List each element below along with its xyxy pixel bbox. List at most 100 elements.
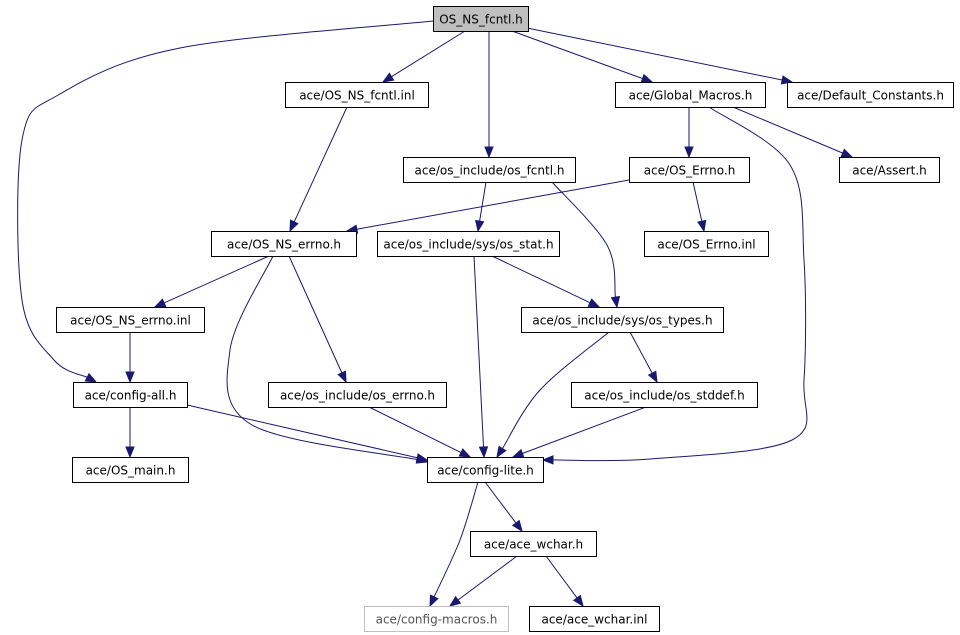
node-label: ace/OS_main.h [86,464,176,478]
edge-os_errno_h-to-config_lite_h [368,406,472,458]
node-label: ace/os_include/sys/os_stat.h [383,238,553,252]
node-label: ace/ace_wchar.h [484,538,583,552]
node-box [56,307,205,333]
node-label: OS_NS_fcntl.h [439,13,523,27]
arrow-head-icon [697,219,707,233]
edge-OS_NS_fcntl_h-to-Global_Macros_h [511,30,654,83]
edge-OS_NS_fcntl_h-to-os_fcntl_h [484,31,494,159]
arrow-head-icon [125,371,135,384]
node-config_all_h[interactable]: ace/config-all.h [73,382,188,408]
edge-OS_NS_fcntl_h-to-OS_NS_fcntl_inl [381,30,466,83]
edge-line [511,30,643,80]
edge-OS_NS_errno_h-to-config_lite_h [226,255,432,464]
edge-Global_Macros_h-to-config_lite_h [541,106,808,465]
node-box [629,157,750,183]
node-OS_Errno_h[interactable]: ace/OS_Errno.h [629,157,750,183]
edge-line [552,106,808,462]
node-label: ace/OS_NS_fcntl.inl [299,89,415,103]
edge-os_fcntl_h-to-os_stat_h [475,181,487,233]
arrow-head-icon [684,146,694,159]
edge-line [551,181,616,298]
edge-line [491,255,591,304]
node-box [839,157,940,183]
node-Default_Constants_h[interactable]: ace/Default_Constants.h [787,82,954,108]
node-label: ace/config-macros.h [376,613,498,627]
arrow-head-icon [484,146,494,159]
arrow-head-icon [448,595,462,607]
node-ace_wchar_h[interactable]: ace/ace_wchar.h [470,531,597,557]
edge-ace_wchar_h-to-ace_wchar_inl [545,555,584,608]
node-box [571,382,758,408]
node-label: ace/OS_Errno.inl [657,238,755,252]
arrow-head-icon [640,73,654,83]
node-label: ace/config-all.h [85,389,177,403]
edge-line [473,255,485,448]
node-box [211,231,357,257]
node-os_stat_h[interactable]: ace/os_include/sys/os_stat.h [377,231,560,257]
node-config_lite_h[interactable]: ace/config-lite.h [427,457,544,483]
node-label: ace/config-lite.h [437,464,534,478]
edge-line [356,179,630,230]
edge-os_stddef_h-to-config_lite_h [511,406,647,458]
edge-line [433,481,479,598]
node-box [268,382,447,408]
edge-line [186,404,418,459]
edge-OS_Errno_h-to-OS_NS_errno_h [345,179,630,234]
edge-line [522,406,647,454]
node-box [470,531,597,557]
node-OS_NS_fcntl_h[interactable]: OS_NS_fcntl.h [433,6,529,32]
edge-OS_NS_errno_inl-to-config_all_h [125,332,135,384]
edge-config_lite_h-to-ace_wchar_h [484,481,523,533]
edge-config_all_h-to-config_lite_h [186,404,429,463]
arrow-head-icon [415,453,429,463]
edge-line [629,331,653,374]
node-OS_NS_errno_h[interactable]: ace/OS_NS_errno.h [211,231,357,257]
arrow-head-icon [153,298,167,308]
node-os_errno_h[interactable]: ace/os_include/os_errno.h [268,382,447,408]
node-os_fcntl_h[interactable]: ace/os_include/os_fcntl.h [403,157,576,183]
node-box [644,231,769,257]
edge-os_types_h-to-os_stddef_h [629,331,658,384]
edge-line [545,555,578,599]
arrow-head-icon [458,448,472,458]
node-OS_main_h[interactable]: ace/OS_main.h [72,457,189,483]
node-box [521,307,724,333]
arrow-head-icon [647,370,658,384]
arrow-head-icon [496,445,507,459]
edge-OS_NS_errno_h-to-os_errno_h [288,255,347,384]
node-label: ace/os_include/os_stddef.h [584,389,744,403]
node-box [377,231,560,257]
node-layer: OS_NS_fcntl.h ace/OS_NS_fcntl.inl ace/Glob… [56,6,954,632]
edge-OS_NS_fcntl_h-to-config_all_h [17,20,434,383]
node-OS_Errno_inl[interactable]: ace/OS_Errno.inl [644,231,769,257]
node-label: ace/ace_wchar.inl [541,613,647,627]
node-Global_Macros_h[interactable]: ace/Global_Macros.h [615,82,766,108]
node-label: ace/os_include/sys/os_types.h [532,314,712,328]
node-box [529,606,660,632]
edge-os_stat_h-to-config_lite_h [473,255,489,459]
edge-Global_Macros_h-to-Assert_h [732,106,854,158]
node-box [403,157,576,183]
edge-line [484,481,517,524]
node-label: ace/os_include/os_fcntl.h [415,164,565,178]
node-ace_wchar_inl[interactable]: ace/ace_wchar.inl [529,606,660,632]
node-os_types_h[interactable]: ace/os_include/sys/os_types.h [521,307,724,333]
edge-config_lite_h-to-config_macros_h [429,481,479,608]
node-OS_NS_fcntl_inl[interactable]: ace/OS_NS_fcntl.inl [285,82,429,108]
node-box [433,6,529,32]
arrow-head-icon [478,446,489,459]
arrow-head-icon [381,72,395,83]
node-config_macros_h[interactable]: ace/config-macros.h [364,606,509,632]
edge-os_fcntl_h-to-os_types_h [551,181,621,309]
node-box [364,606,509,632]
node-os_stddef_h[interactable]: ace/os_include/os_stddef.h [571,382,758,408]
edge-line [732,106,843,154]
edge-line [391,30,466,78]
node-OS_NS_errno_inl[interactable]: ace/OS_NS_errno.inl [56,307,205,333]
node-box [787,82,954,108]
edge-line [163,255,270,304]
edge-line [17,20,434,378]
arrow-head-icon [840,148,854,158]
node-label: ace/OS_NS_errno.h [227,238,341,252]
node-Assert_h[interactable]: ace/Assert.h [839,157,940,183]
